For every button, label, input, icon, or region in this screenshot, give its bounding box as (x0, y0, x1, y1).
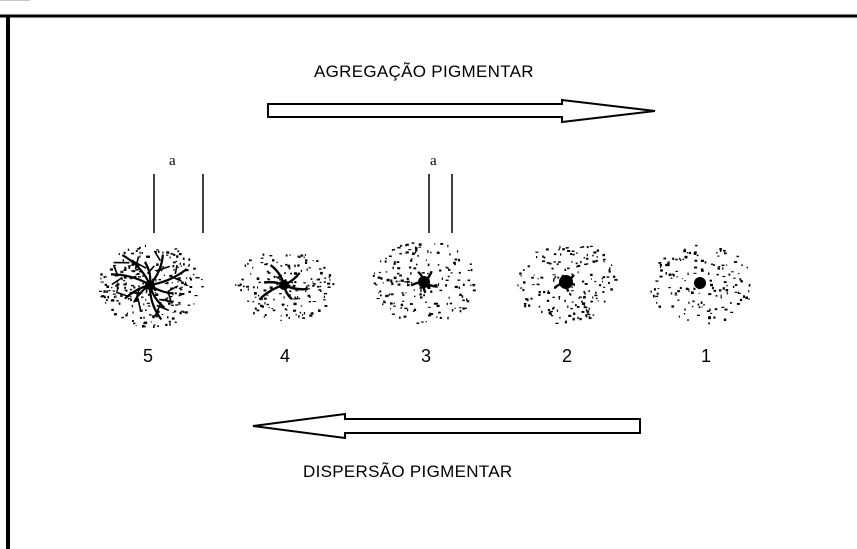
melanophore-5 (99, 244, 204, 328)
melanophore-1 (650, 244, 751, 325)
marker-center (428, 174, 453, 233)
melanophore-2 (517, 245, 618, 324)
marker-label-center: a (430, 153, 437, 169)
stage-number-2: 2 (561, 346, 572, 366)
stage-number-5: 5 (142, 346, 153, 366)
stage-number-3: 3 (420, 346, 431, 366)
marker-left (153, 174, 204, 233)
marker-label-left: a (169, 153, 176, 169)
stage-number-1: 1 (700, 346, 711, 366)
dispersion-arrow (252, 412, 641, 440)
melanophore-3 (372, 242, 476, 324)
stage-number-4: 4 (279, 346, 290, 366)
dispersion-label: DISPERSÃO PIGMENTAR (303, 462, 513, 481)
aggregation-label: AGREGAÇÃO PIGMENTAR (314, 62, 534, 81)
aggregation-arrow (267, 98, 656, 124)
melanophore-4 (235, 253, 335, 321)
